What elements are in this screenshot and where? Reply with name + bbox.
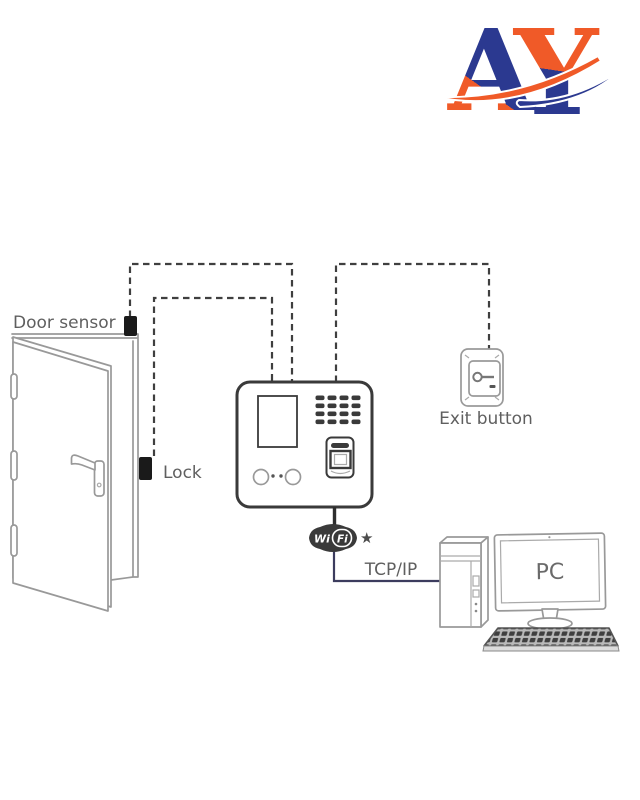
wifi-fi-label: Fi bbox=[337, 534, 348, 546]
exit-button-label: Exit button bbox=[439, 409, 533, 429]
door-hinge-bottom bbox=[10, 524, 18, 557]
terminal-dot-2 bbox=[279, 474, 283, 478]
door-handle bbox=[70, 454, 105, 497]
fingerprint-reader-icon bbox=[325, 436, 355, 479]
wifi-badge: Wi Fi ★ bbox=[309, 524, 373, 552]
logo-swoosh-navy bbox=[515, 68, 623, 109]
pc-keyboard bbox=[482, 627, 620, 652]
wire-lock bbox=[152, 296, 274, 456]
wire-exit-button bbox=[334, 262, 491, 382]
terminal-dot-1 bbox=[271, 474, 275, 478]
logo-letter-a: A bbox=[447, 6, 537, 137]
wire-door-sensor bbox=[128, 262, 294, 382]
lock-block bbox=[139, 457, 152, 480]
monitor-stand bbox=[527, 608, 573, 630]
terminal-led-right bbox=[284, 468, 302, 486]
wifi-wi-label: Wi bbox=[314, 533, 330, 546]
access-control-terminal bbox=[235, 380, 374, 509]
star-icon: ★ bbox=[360, 529, 373, 547]
exit-button bbox=[460, 348, 504, 407]
logo-letter-y: Y bbox=[512, 3, 600, 142]
wire-tcp-ip bbox=[332, 548, 441, 583]
logo-ay: Y A bbox=[435, 3, 623, 142]
door-hinge-middle bbox=[10, 450, 18, 481]
pc-screen-label: PC bbox=[535, 560, 564, 585]
pc-workstation: PC bbox=[439, 532, 620, 652]
door-sensor-label: Door sensor bbox=[13, 313, 116, 333]
terminal-body bbox=[235, 380, 374, 509]
terminal-keypad bbox=[315, 395, 361, 425]
pc-tower bbox=[439, 536, 489, 628]
terminal-screen bbox=[257, 395, 298, 448]
door-sensor-block bbox=[124, 316, 137, 336]
door-hinge-top bbox=[10, 373, 18, 400]
door-leaf bbox=[12, 341, 109, 612]
terminal-led-left bbox=[252, 468, 270, 486]
tcp-ip-label: TCP/IP bbox=[364, 560, 418, 580]
key-icon bbox=[472, 371, 496, 388]
door-assembly bbox=[10, 333, 139, 612]
logo-swoosh-orange bbox=[435, 54, 603, 103]
lock-label: Lock bbox=[163, 463, 202, 483]
door-frame bbox=[11, 333, 139, 581]
pc-monitor: PC bbox=[493, 532, 607, 612]
